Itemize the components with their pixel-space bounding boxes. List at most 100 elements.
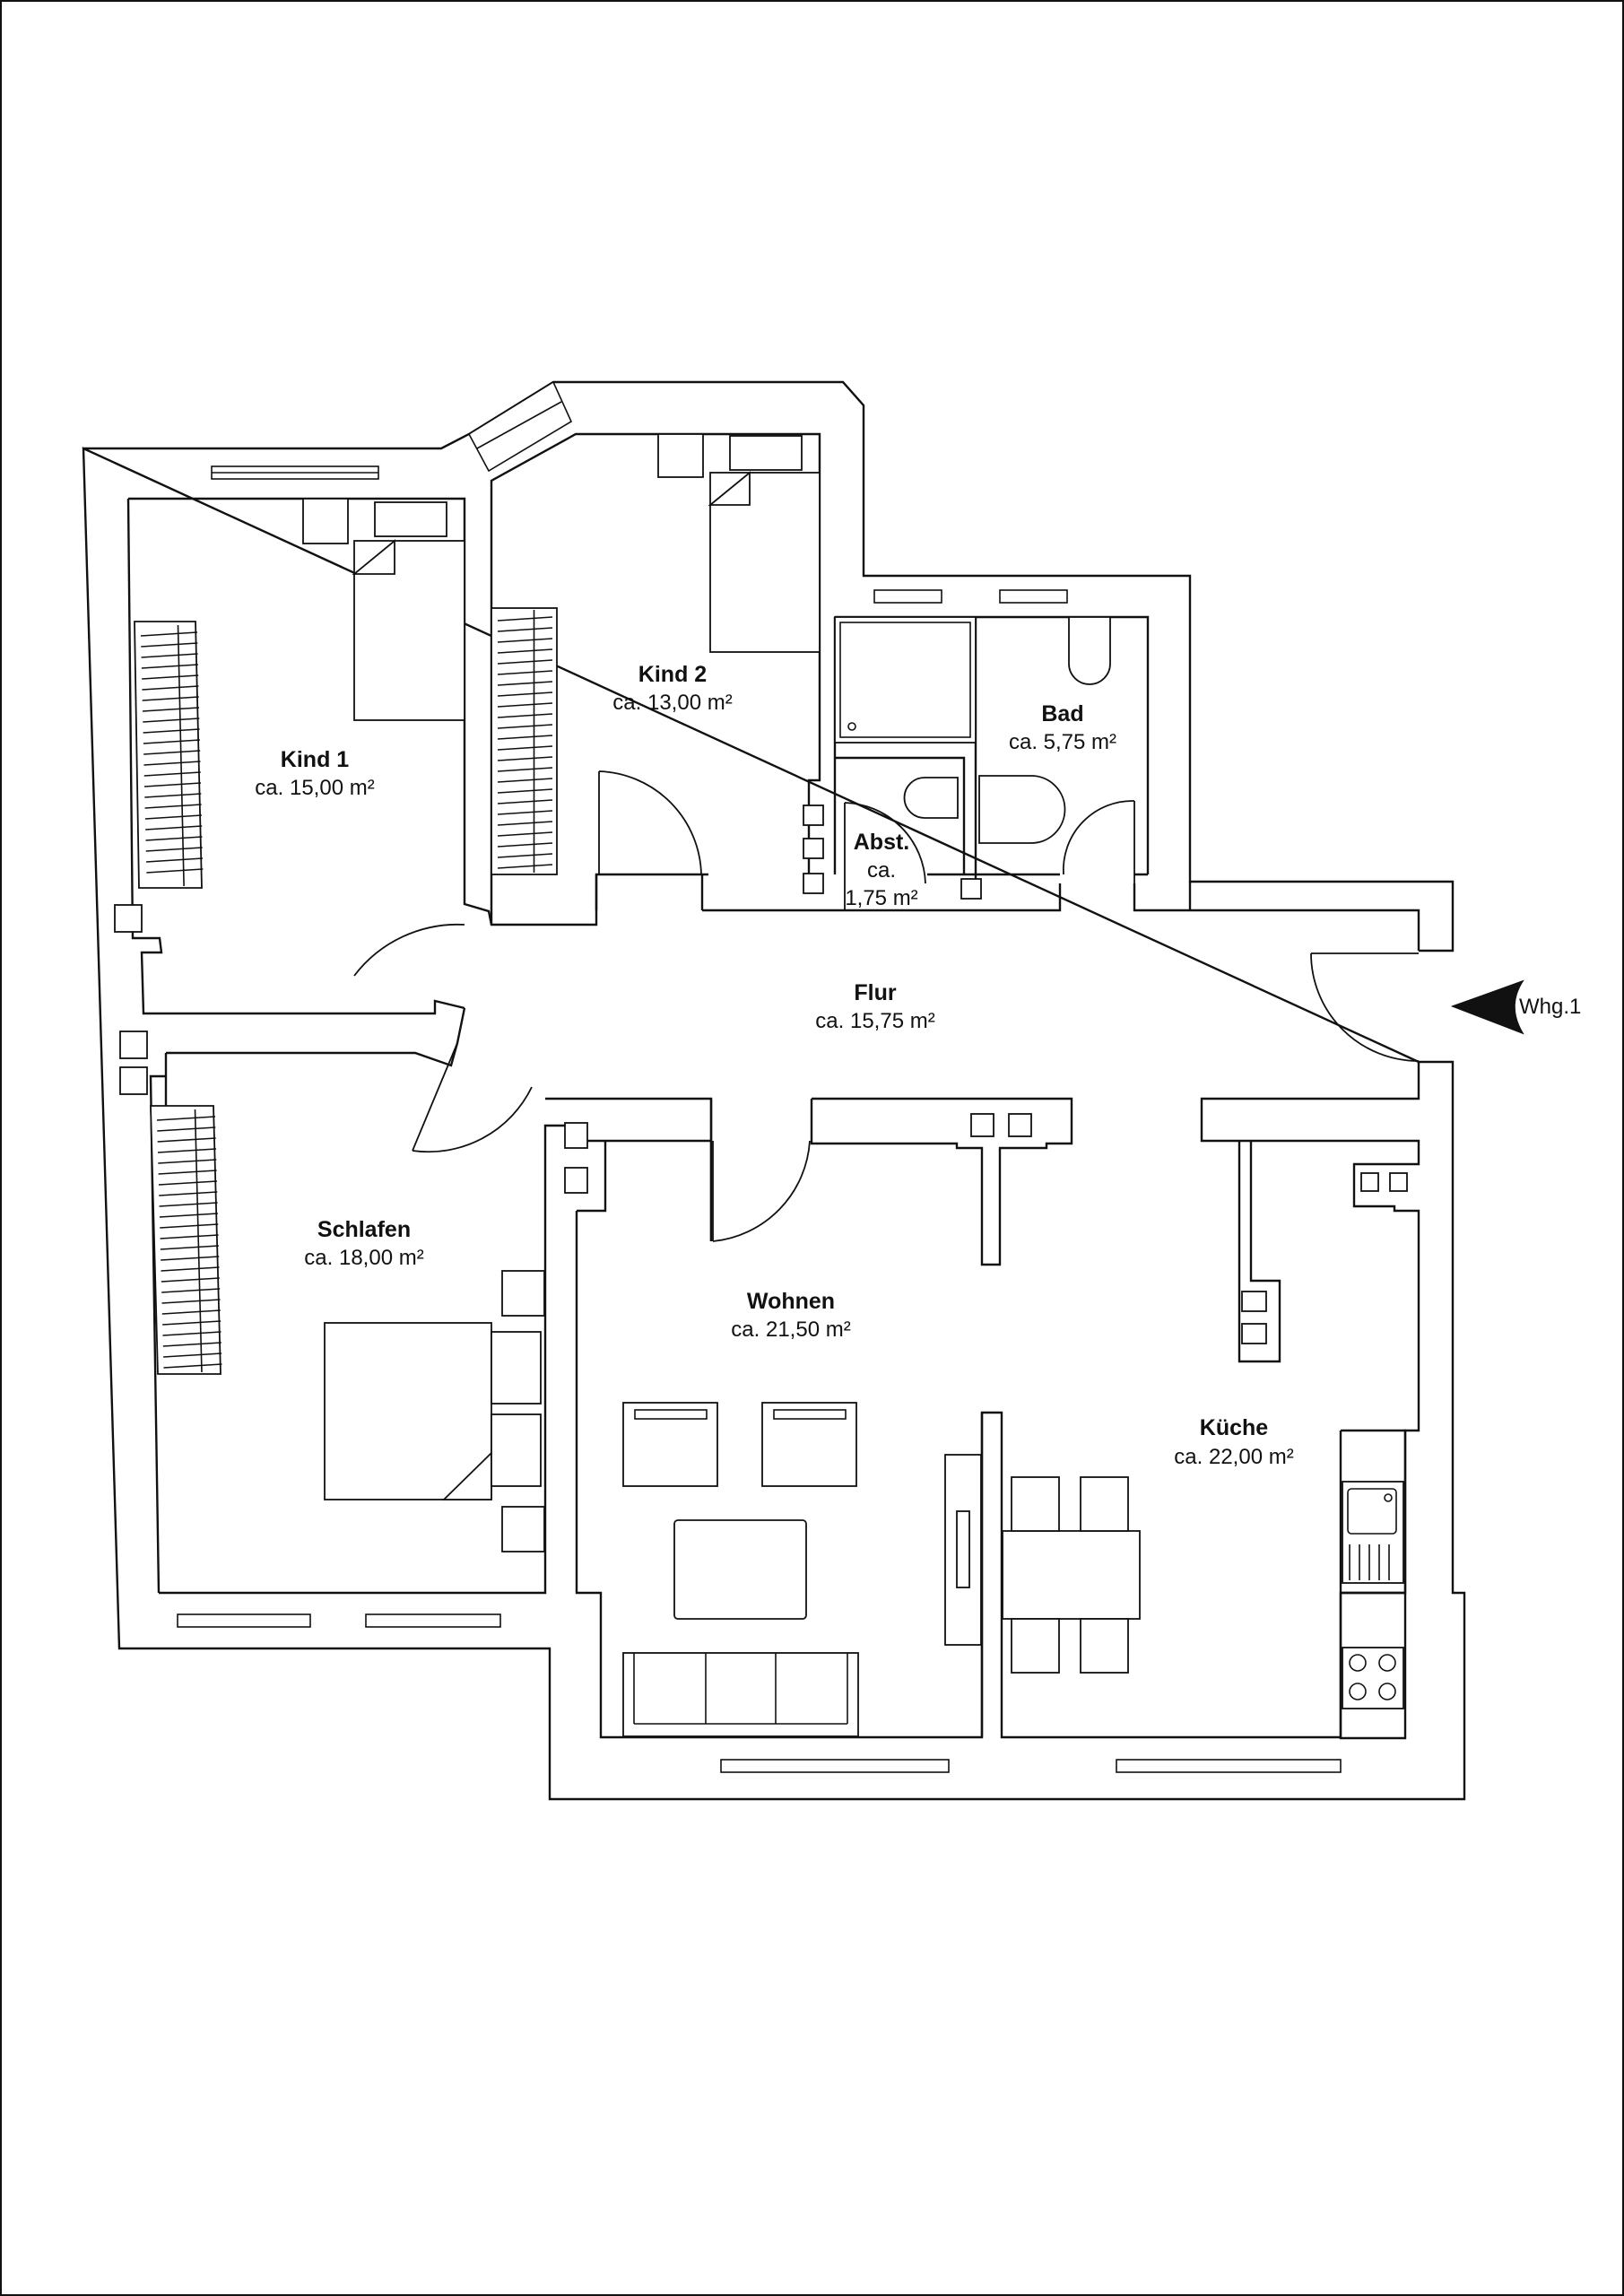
hanger-line	[156, 1116, 216, 1121]
hanger-line	[157, 1137, 216, 1143]
hanger-line	[157, 1126, 216, 1132]
hanger-line	[145, 857, 204, 863]
hanger-line	[159, 1202, 218, 1207]
door-bad	[1062, 800, 1135, 883]
hanger-line	[497, 767, 553, 772]
hanger-line	[497, 842, 553, 848]
hanger-line	[497, 745, 553, 751]
door-entrance	[1310, 952, 1420, 1062]
wardrobe-hangers	[140, 610, 553, 1373]
hanger-line	[497, 778, 553, 783]
room-area-kind1: ca. 15,00 m²	[255, 776, 374, 800]
sofa	[622, 1652, 859, 1737]
hanger-line	[161, 1256, 220, 1261]
hanger-line	[141, 653, 198, 658]
room-name-flur: Flur	[854, 980, 896, 1005]
hanger-line	[497, 648, 553, 654]
hanger-line	[161, 1299, 221, 1304]
outer-wall	[82, 380, 1466, 1801]
door-abst	[844, 802, 926, 910]
hanger-line	[497, 681, 553, 686]
room-labels: Kind 1 ca. 15,00 m² Kind 2 ca. 13,00 m² …	[255, 662, 1293, 1469]
hanger-line	[141, 664, 198, 669]
hanger-line	[158, 1170, 217, 1175]
toilet-abst	[903, 777, 959, 819]
hanger-line	[142, 674, 199, 680]
hanger-line	[142, 685, 199, 691]
hanger-line	[158, 1159, 217, 1164]
hanger-line	[497, 713, 553, 718]
window-diagonal	[467, 380, 573, 473]
hanger-line	[162, 1331, 221, 1336]
hanger-line	[497, 735, 553, 740]
hanger-line	[142, 696, 199, 701]
hanger-line	[162, 1320, 221, 1326]
room-name-wohnen: Wohnen	[747, 1289, 835, 1314]
hanger-line	[145, 847, 203, 852]
room-area-abst-line2: 1,75 m²	[845, 886, 917, 910]
hanger-line	[497, 864, 553, 869]
room-area-bad: ca. 5,75 m²	[1009, 730, 1116, 754]
shower	[834, 616, 977, 744]
hanger-line	[143, 718, 200, 723]
toilet-bad	[1068, 616, 1111, 685]
room-name-kind1: Kind 1	[281, 747, 349, 772]
room-name-abst: Abst.	[854, 830, 910, 855]
hanger-line	[143, 771, 201, 777]
entrance-label: Whg.1	[1519, 995, 1581, 1019]
hanger-line	[159, 1213, 218, 1218]
kind2-inner-wall	[490, 432, 821, 925]
hanger-line	[497, 702, 553, 708]
hanger-line	[161, 1266, 220, 1272]
nightstand	[302, 498, 349, 544]
kitchen-peninsula	[1238, 1141, 1281, 1363]
hanger-line	[161, 1277, 220, 1283]
hanger-line	[497, 853, 553, 858]
hanger-line	[497, 724, 553, 729]
bed-schlafen	[324, 1322, 492, 1500]
hanger-line	[145, 825, 203, 831]
room-area-schlafen: ca. 18,00 m²	[304, 1246, 423, 1270]
coffee-table	[673, 1519, 807, 1620]
sink-bad	[978, 775, 1066, 844]
hanger-line	[145, 836, 203, 841]
hanger-line	[157, 1148, 217, 1153]
doors	[353, 770, 1420, 1242]
hanger-line	[140, 631, 198, 637]
armchair-left	[622, 1402, 718, 1487]
hanger-line	[160, 1245, 219, 1250]
room-name-bad: Bad	[1041, 701, 1083, 726]
wardrobe-kind1	[134, 621, 203, 889]
kitchen-sink	[1342, 1481, 1404, 1584]
furniture	[114, 433, 1408, 1737]
hanger-line	[497, 638, 553, 643]
hanger-line	[161, 1309, 221, 1315]
hanger-line	[497, 799, 553, 804]
room-area-kueche: ca. 22,00 m²	[1174, 1445, 1293, 1469]
armchair-right	[761, 1402, 857, 1487]
hanger-line	[497, 659, 553, 665]
hanger-line	[158, 1180, 217, 1186]
hanger-line	[497, 691, 553, 697]
room-name-schlafen: Schlafen	[317, 1217, 411, 1242]
kitchen-counter	[1339, 1429, 1407, 1740]
room-name-kind2: Kind 2	[638, 662, 707, 687]
hanger-line	[141, 642, 198, 648]
room-area-flur: ca. 15,75 m²	[815, 1009, 934, 1033]
hanger-line	[143, 728, 200, 734]
room-area-wohnen: ca. 21,50 m²	[731, 1318, 850, 1342]
wardrobe-rod	[194, 1109, 203, 1373]
hanger-line	[146, 868, 204, 874]
room-area-abst-line1: ca.	[867, 858, 896, 883]
hanger-line	[160, 1234, 219, 1239]
hanger-line	[144, 793, 202, 798]
hanger-line	[144, 814, 202, 820]
hanger-line	[497, 627, 553, 632]
hanger-line	[497, 821, 553, 826]
door-kind2	[598, 770, 702, 875]
walls	[82, 380, 1466, 1801]
entrance-arrow-icon	[1450, 979, 1524, 1035]
hanger-line	[143, 782, 202, 787]
